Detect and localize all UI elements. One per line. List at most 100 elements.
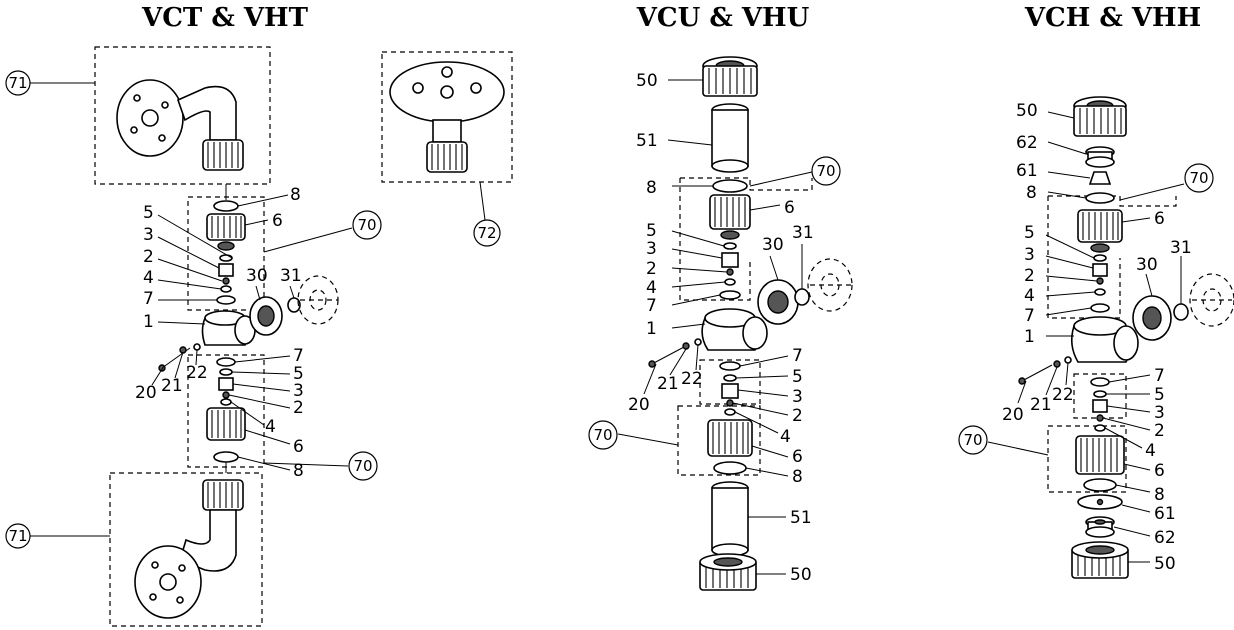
label-4-bottom: 4 — [265, 417, 276, 437]
callout-71-bottom-label: 71 — [8, 527, 27, 545]
label-7-bottom-right: 7 — [1154, 366, 1165, 386]
cap-30-icon — [249, 296, 283, 336]
label-6-top: 6 — [272, 211, 283, 231]
label-8-bottom: 8 — [293, 461, 304, 481]
union-nut-6-bottom-middle — [707, 419, 753, 457]
washer-22-middle — [694, 338, 702, 346]
valve-body-1-middle — [701, 308, 768, 351]
adapter-62-bottom — [1085, 516, 1115, 538]
label-3-top-middle: 3 — [646, 239, 657, 259]
nut-21-right — [1053, 360, 1061, 368]
callout-70-bottom — [348, 451, 378, 481]
union-nut-50-bottom-right — [1071, 541, 1129, 579]
seat-3-top-right — [1092, 263, 1108, 277]
washer-31-right — [1173, 303, 1189, 321]
label-6-bottom-right: 6 — [1154, 461, 1165, 481]
label-20: 20 — [135, 383, 157, 403]
label-7-top-right: 7 — [1024, 306, 1035, 326]
washer-31-middle — [794, 288, 810, 306]
side-flange-icon — [297, 275, 339, 325]
ring-5-top-right — [1093, 254, 1107, 262]
label-6-top-right: 6 — [1154, 209, 1165, 229]
label-4-top-right: 4 — [1024, 286, 1035, 306]
label-50-top-right: 50 — [1016, 101, 1038, 121]
label-61-top: 61 — [1016, 161, 1038, 181]
elbow-flange-group-bottom — [109, 472, 263, 627]
seat-3-top-middle — [721, 252, 739, 268]
o-ring-8-bottom — [213, 451, 239, 463]
cap-30-middle-icon — [757, 279, 799, 325]
spring-4-bottom-middle — [724, 408, 736, 416]
label-5-top-right: 5 — [1024, 223, 1035, 243]
washer-22-right — [1064, 356, 1072, 364]
ring-5-bottom-right — [1093, 390, 1107, 398]
label-4-bottom-right: 4 — [1145, 441, 1156, 461]
label-3-bottom-middle: 3 — [792, 387, 803, 407]
spring-4-top — [220, 285, 232, 293]
label-7-top-middle: 7 — [646, 296, 657, 316]
callout-70-bottom-right-label: 70 — [963, 431, 982, 449]
label-5-top-middle: 5 — [646, 221, 657, 241]
adapter-62-top — [1085, 146, 1115, 168]
label-2-bottom-middle: 2 — [792, 406, 803, 426]
callout-71-top — [5, 70, 31, 96]
ring-5-top-middle — [723, 242, 737, 250]
label-50-bottom: 50 — [790, 565, 812, 585]
elbow-flange-top-icon — [116, 79, 244, 171]
label-2-top-middle: 2 — [646, 259, 657, 279]
label-31-middle: 31 — [792, 223, 814, 243]
assembly-vcu-vhu: 50 51 8 70 6 5 3 2 — [588, 56, 853, 591]
label-8-top-right: 8 — [1026, 183, 1037, 203]
label-5-top: 5 — [143, 203, 154, 223]
label-30-middle: 30 — [762, 235, 784, 255]
lower-seal-kit-group-middle — [677, 405, 761, 476]
label-22: 22 — [186, 363, 208, 383]
union-nut-6-top — [206, 213, 246, 251]
union-nut-6-bottom — [206, 407, 246, 441]
label-5-bottom-middle: 5 — [792, 367, 803, 387]
label-21: 21 — [161, 376, 183, 396]
valve-body-1 — [201, 310, 256, 346]
side-flange-right-icon — [1189, 273, 1234, 327]
title-vct-vht: VCT & VHT — [141, 3, 309, 33]
label-20-right: 20 — [1002, 405, 1024, 425]
lower-seal-group-middle — [699, 359, 761, 405]
label-30: 30 — [246, 266, 268, 286]
label-20-middle: 20 — [628, 395, 650, 415]
ball-2-bottom — [222, 391, 230, 399]
label-7-bottom: 7 — [293, 346, 304, 366]
o-ring-7-bottom-right — [1090, 377, 1110, 387]
callout-72 — [473, 219, 501, 247]
label-31-right: 31 — [1170, 238, 1192, 258]
spring-4-bottom — [220, 398, 232, 406]
label-8-top-middle: 8 — [646, 178, 657, 198]
ring-5-bottom-middle — [723, 374, 737, 382]
elbow-flange-bottom-icon — [134, 479, 244, 619]
seat-3-top — [218, 263, 234, 277]
o-ring-7-bottom-middle — [719, 361, 741, 371]
side-flange-middle-icon — [807, 258, 853, 312]
label-21-right: 21 — [1030, 395, 1052, 415]
elbow-flange-group-top — [94, 46, 271, 185]
label-61-bottom: 61 — [1154, 504, 1176, 524]
tip-61-top — [1088, 171, 1112, 185]
label-4-top-middle: 4 — [646, 278, 657, 298]
union-nut-6-top-middle — [709, 194, 751, 240]
valve-body-1-right — [1070, 316, 1139, 363]
callout-70-top — [352, 210, 382, 240]
bolt-20-middle-icon — [648, 346, 685, 368]
callout-70-bottom-right — [958, 425, 988, 455]
tip-61-bottom — [1077, 494, 1123, 510]
label-6-top-middle: 6 — [784, 198, 795, 218]
label-22-middle: 22 — [681, 369, 703, 389]
lower-seal-kit-group — [187, 354, 265, 468]
upper-seal-kit-group-middle — [679, 177, 813, 301]
callout-70-top-right — [1184, 163, 1214, 193]
callout-70-bottom-label: 70 — [353, 457, 372, 475]
label-4-bottom-middle: 4 — [780, 427, 791, 447]
o-ring-8-bottom-middle — [713, 461, 747, 475]
label-31: 31 — [280, 266, 302, 286]
label-51-top: 51 — [636, 131, 658, 151]
seat-3-bottom-middle — [721, 383, 739, 399]
cap-30-right-icon — [1132, 295, 1172, 341]
